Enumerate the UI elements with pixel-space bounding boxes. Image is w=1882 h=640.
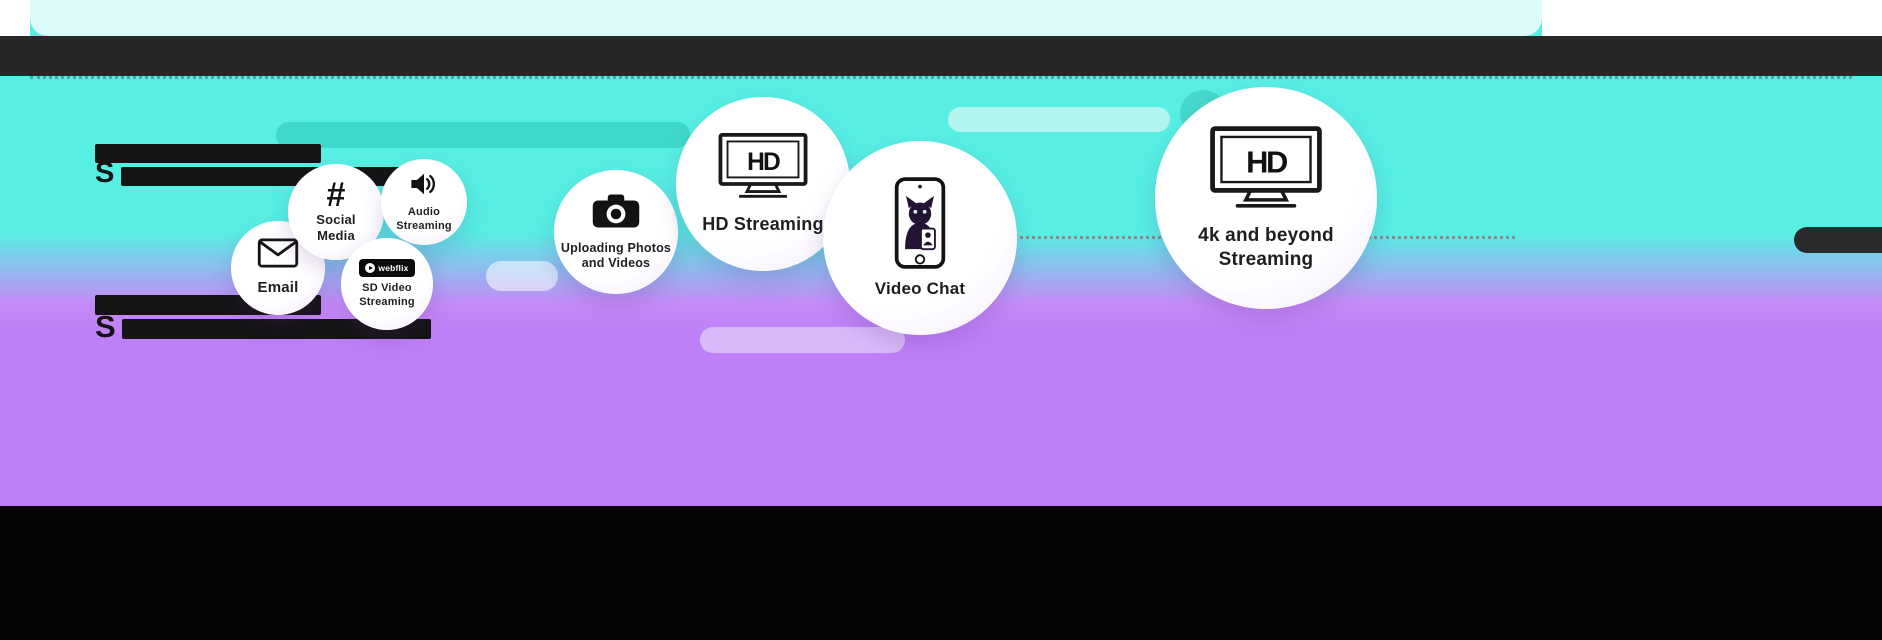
bubble-audio-streaming-label: Audio Streaming	[396, 206, 452, 233]
bubble-4k-streaming-label: 4k and beyond Streaming	[1198, 224, 1334, 270]
bubble-sd-video-streaming-label: SD Video Streaming	[359, 282, 415, 309]
upload-label-line2: and Videos	[581, 256, 651, 270]
envelope-icon	[257, 238, 299, 273]
bubble-audio-streaming: Audio Streaming	[381, 159, 467, 245]
redacted-heading-top-line1	[95, 144, 321, 163]
upload-label-line1: Uploading Photos	[560, 240, 672, 255]
top-right-white-corner	[1542, 0, 1882, 36]
play-icon	[365, 263, 376, 274]
decor-lavender-pill	[700, 327, 905, 353]
decor-teal-pill	[276, 122, 690, 148]
audio-label-line1: Audio	[407, 206, 441, 219]
bubble-uploading-photos-label: Uploading Photos and Videos	[561, 241, 671, 272]
bubble-video-chat-label: Video Chat	[874, 279, 966, 299]
bubble-4k-streaming: HD 4k and beyond Streaming	[1155, 87, 1377, 309]
4k-label-line2: Streaming	[1218, 248, 1314, 270]
redacted-heading-top-letter: S	[95, 157, 115, 189]
4k-tv-icon: HD	[1209, 125, 1323, 218]
bubble-video-chat: Video Chat	[823, 141, 1017, 335]
camera-icon	[592, 193, 640, 234]
bubble-social-media-label: Social Media	[316, 212, 356, 244]
4k-label-line1: 4k and beyond	[1198, 225, 1334, 247]
webflix-logo-text: webflix	[378, 263, 409, 274]
sd-label-line2: Streaming	[359, 295, 415, 308]
hd-tv-icon: HD	[717, 132, 809, 207]
social-label-line2: Media	[317, 227, 355, 243]
redacted-heading-bottom-line2	[122, 319, 431, 339]
decor-pale-cyan-pill	[948, 107, 1170, 132]
dark-title-band	[0, 36, 1882, 76]
video-chat-phone-icon	[892, 176, 948, 275]
decor-dark-right-pill	[1794, 227, 1882, 253]
bubble-hd-streaming: HD HD Streaming	[676, 97, 850, 271]
decor-white-pill	[486, 261, 558, 291]
4k-hd-logo-text: HD	[1246, 145, 1287, 180]
hd-logo-text: HD	[747, 149, 780, 176]
bubble-email-label: Email	[257, 279, 299, 297]
sd-label-line1: SD Video	[362, 282, 412, 295]
bubble-uploading-photos: Uploading Photos and Videos	[554, 170, 678, 294]
hashtag-icon: #	[326, 176, 346, 215]
webflix-logo: webflix	[359, 259, 415, 278]
dotted-divider-under-band	[30, 76, 1852, 79]
speaker-icon	[409, 171, 439, 202]
bottom-black-band	[0, 506, 1882, 640]
audio-label-line2: Streaming	[396, 219, 452, 232]
pale-cyan-top-strip	[30, 0, 1542, 36]
social-label-line1: Social	[316, 211, 356, 227]
top-left-white-corner	[0, 0, 30, 36]
redacted-heading-top-line2	[121, 167, 420, 186]
bubble-hd-streaming-label: HD Streaming	[702, 214, 824, 235]
redacted-heading-bottom-letter: S	[95, 309, 116, 344]
bubble-sd-video-streaming: webflix SD Video Streaming	[341, 238, 433, 330]
